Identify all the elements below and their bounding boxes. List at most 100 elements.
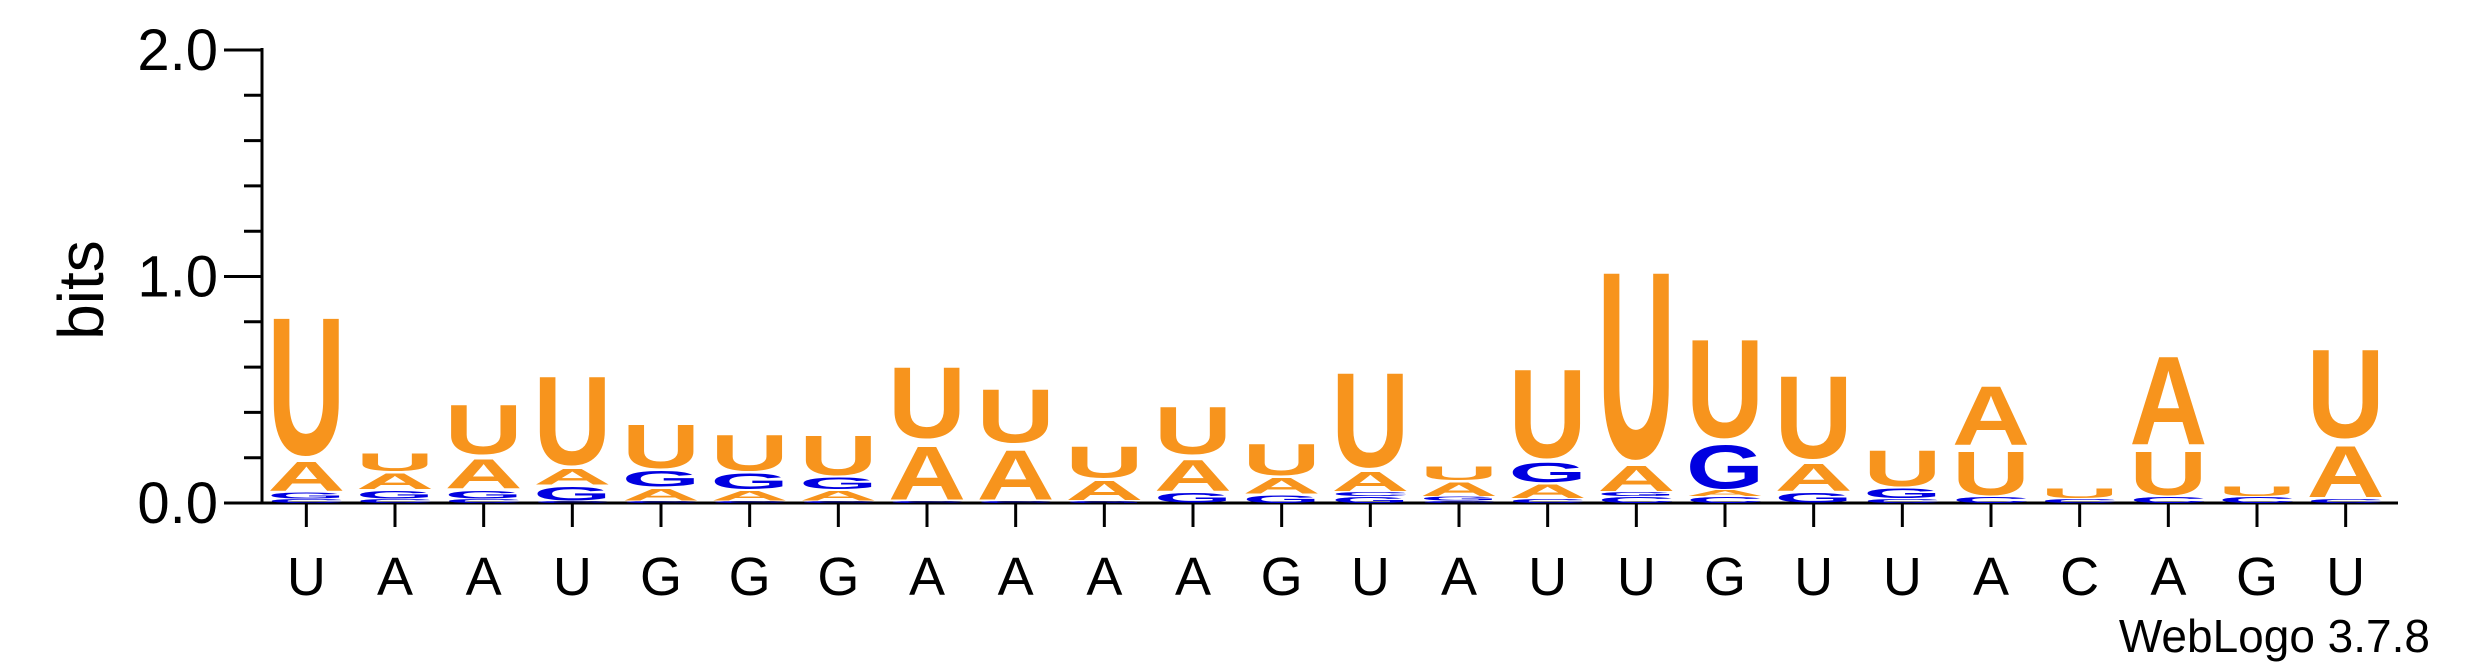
logo-letter-C: C (1331, 491, 1409, 497)
x-tick-label: A (1973, 547, 2009, 607)
logo-letter-G: G (1509, 457, 1587, 489)
x-tick-label: G (817, 547, 859, 607)
logo-letter-G: G (1065, 500, 1143, 503)
logo-letter-U: U (1243, 434, 1321, 485)
logo-stacks: CGAUCGAUCGAUCGAUCAGUCAGUCAGUCAUCAUGAUGAU… (267, 217, 2384, 515)
y-tick-label: 1.0 (137, 245, 218, 310)
logo-letter-A: A (711, 488, 789, 504)
x-tick-label: A (1175, 547, 1211, 607)
logo-letter-G: G (622, 467, 700, 492)
logo-letter-A: A (2129, 330, 2207, 471)
logo-letter-U: U (1154, 394, 1232, 470)
logo-letter-C: C (267, 498, 345, 504)
logo-letter-G: G (711, 469, 789, 494)
logo-letter-A: A (1420, 478, 1498, 500)
logo-letter-G: G (533, 483, 611, 505)
logo-letter-G: G (799, 474, 877, 493)
logo-letter-G: G (1597, 491, 1675, 497)
logo-letter-G: G (1243, 493, 1321, 506)
logo-letter-G: G (1775, 490, 1853, 506)
logo-letter-A: A (888, 431, 966, 515)
logo-letter-G: G (1154, 490, 1232, 506)
logo-letter-A: A (1331, 466, 1409, 497)
logo-letter-A: A (2307, 431, 2385, 513)
x-tick-label: G (1261, 547, 1303, 607)
logo-letter-U: U (533, 350, 611, 491)
logo-letter-A: A (356, 469, 434, 494)
x-tick-label: G (640, 547, 682, 607)
logo-letter-U: U (1775, 351, 1853, 482)
logo-letter-C: C (1597, 495, 1675, 504)
logo-letter-C: C (2041, 498, 2119, 504)
logo-letter-A: A (977, 437, 1055, 515)
logo-letter-C: C (799, 500, 877, 503)
logo-letter-A: A (1686, 489, 1764, 498)
logo-letter-U: U (1065, 437, 1143, 488)
logo-letter-A: A (267, 453, 345, 500)
x-tick-label: A (377, 547, 413, 607)
x-tick-label: U (553, 547, 592, 607)
x-tick-label: A (1441, 547, 1477, 607)
x-tick-label: A (1086, 547, 1122, 607)
logo-letter-U: U (1686, 310, 1764, 467)
x-tick-label: U (1794, 547, 1833, 607)
logo-letter-C: C (888, 500, 966, 503)
logo-letter-U: U (1509, 344, 1587, 485)
logo-letter-G: G (1420, 496, 1498, 502)
logo-letter-A: A (1952, 368, 2030, 463)
logo-letter-A: A (1509, 481, 1587, 503)
logo-letter-A: A (1065, 475, 1143, 506)
x-tick-label: U (1351, 547, 1390, 607)
logo-letter-A: A (445, 451, 523, 498)
logo-letter-C: C (2307, 498, 2385, 504)
x-tick-label: A (466, 547, 502, 607)
logo-letter-G: G (1686, 433, 1764, 502)
logo-letter-U: U (2041, 486, 2119, 502)
logo-letter-C: C (356, 498, 434, 504)
logo-letter-U: U (356, 448, 434, 476)
x-tick-label: U (287, 547, 326, 607)
logo-letter-C: C (1509, 498, 1587, 504)
logo-letter-A: A (622, 485, 700, 504)
logo-letter-U: U (2129, 439, 2207, 509)
x-tick-label: A (998, 547, 1034, 607)
logo-letter-G: G (1863, 486, 1941, 502)
logo-letter-U: U (888, 347, 966, 460)
logo-letter-U: U (1420, 463, 1498, 485)
logo-letter-C: C (1952, 495, 2030, 504)
y-axis-label: bits (45, 240, 117, 340)
logo-letter-U: U (622, 412, 700, 482)
axes: 0.01.02.0 (137, 18, 2398, 536)
logo-letter-U: U (445, 392, 523, 470)
x-tick-label: G (2236, 547, 2278, 607)
x-tick-label: G (1704, 547, 1746, 607)
y-tick-label: 2.0 (137, 18, 218, 83)
logo-letter-U: U (1863, 441, 1941, 497)
logo-letter-C: C (711, 500, 789, 503)
logo-letter-U: U (1597, 217, 1675, 515)
logo-letter-U: U (1331, 344, 1409, 495)
logo-letter-U: U (2307, 323, 2385, 464)
logo-letter-C: C (2218, 495, 2296, 504)
logo-letter-U: U (799, 425, 877, 488)
logo-letter-U: U (2218, 483, 2296, 499)
logo-letter-A: A (1775, 456, 1853, 500)
logo-letter-C: C (1420, 500, 1498, 503)
x-tick-label: A (909, 547, 945, 607)
logo-letter-C: C (445, 498, 523, 504)
logo-letter-C: C (1686, 495, 1764, 504)
logo-letter-A: A (799, 488, 877, 504)
logo-letter-U: U (1952, 439, 2030, 509)
logo-letter-G: G (267, 491, 345, 500)
x-tick-label: U (2326, 547, 2365, 607)
x-tick-label: U (1617, 547, 1656, 607)
logo-letter-A: A (1154, 450, 1232, 501)
logo-letter-G: G (445, 488, 523, 501)
logo-letter-G: G (1331, 495, 1409, 504)
x-tick-label: U (1528, 547, 1567, 607)
logo-letter-C: C (533, 500, 611, 503)
x-tick-label: U (1883, 547, 1922, 607)
logo-letter-U: U (977, 374, 1055, 458)
